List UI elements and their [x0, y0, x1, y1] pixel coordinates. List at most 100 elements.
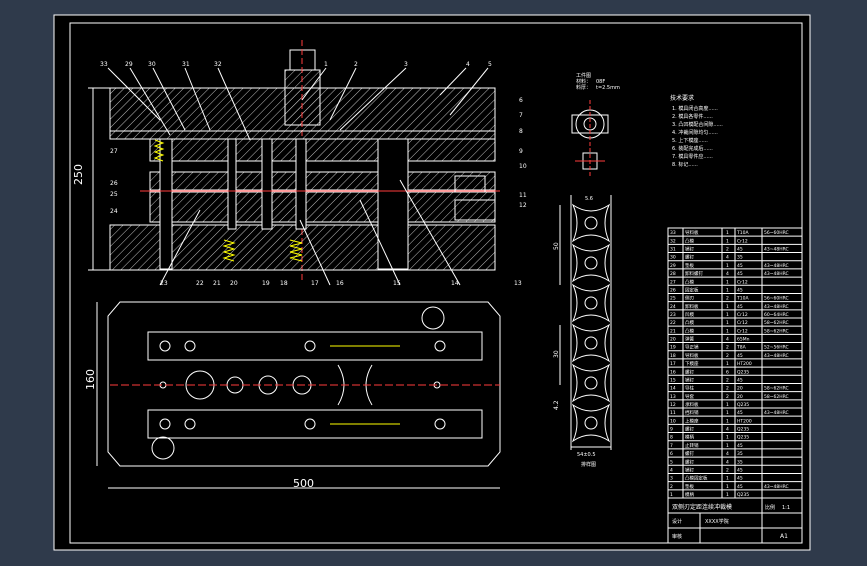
parts-table-cell-qty: 1 — [726, 328, 729, 334]
tech-item-4: 4. 冲裁间隙均匀...... — [672, 129, 718, 136]
parts-table-cell-mat: HT200 — [737, 361, 752, 367]
strip-dim-d: 5.6 — [585, 196, 593, 202]
parts-table-cell-no: 22 — [670, 320, 676, 326]
strip-dim-a: 50 — [553, 242, 560, 250]
strip-label: 排样图 — [581, 461, 596, 468]
callout-25: 25 — [110, 191, 118, 198]
punch-1 — [227, 138, 237, 230]
parts-table-cell-qty: 2 — [726, 247, 729, 253]
stripper-plate — [149, 171, 496, 191]
parts-table-cell-no: 16 — [670, 369, 676, 375]
callout-21: 21 — [213, 280, 221, 287]
parts-table-cell-name: 销钉 — [685, 466, 694, 473]
parts-table-cell-qty: 2 — [726, 353, 729, 359]
parts-table-cell-mat: 45 — [737, 287, 743, 293]
callout-31: 31 — [182, 61, 190, 68]
parts-table-cell-name: 侧刃 — [685, 295, 694, 302]
parts-table-cell-mat: 45 — [737, 377, 743, 383]
parts-table-cell-qty: 2 — [726, 386, 729, 392]
title-block — [667, 497, 803, 544]
strip-dim-c: 4.2 — [553, 400, 560, 410]
callout-26: 26 — [110, 180, 118, 187]
parts-table-cell-name: 承料板 — [685, 401, 699, 408]
callout-32: 32 — [214, 61, 222, 68]
strip-layout — [559, 195, 612, 450]
parts-table-cell-mat: T10A — [736, 296, 749, 302]
parts-table-cell-no: 1 — [670, 492, 673, 498]
callout-8: 8 — [519, 128, 523, 135]
parts-table-cell-mat: 35 — [737, 459, 743, 465]
callout-30: 30 — [148, 61, 156, 68]
parts-table-cell-no: 19 — [670, 345, 676, 351]
parts-table-cell-name: 螺钉 — [685, 458, 694, 465]
callout-12: 12 — [519, 202, 527, 209]
parts-table-cell-name: 止转销 — [685, 442, 699, 449]
parts-table-cell-name: 卸料板 — [685, 303, 699, 310]
parts-table-cell-qty: 4 — [726, 271, 729, 277]
sheet-size: A1 — [780, 533, 788, 540]
parts-table-cell-mat: Cr12 — [737, 279, 748, 285]
title-block-frame — [667, 497, 803, 544]
guide-post-hole-1 — [421, 306, 445, 330]
drawing-scale: 1:1 — [782, 505, 790, 511]
part-note-title: 工件图 — [576, 72, 591, 79]
parts-table-cell-no: 3 — [670, 476, 673, 482]
strip-width: 54±0.5 — [577, 452, 596, 458]
parts-table-cell-qty: 2 — [726, 296, 729, 302]
callout-10: 10 — [519, 163, 527, 170]
punch-2 — [261, 138, 273, 230]
parts-table-cell-no: 10 — [670, 418, 676, 424]
parts-table-cell-name: 销钉 — [685, 246, 694, 253]
callout-24: 24 — [110, 208, 118, 215]
tech-item-8: 8. 标记...... — [672, 161, 698, 168]
plan-slot-upper — [147, 331, 483, 361]
parts-table-cell-mat: 45 — [737, 304, 743, 310]
parts-table-cell-name: 弹簧 — [685, 336, 694, 343]
dim-plan-width: 500 — [293, 477, 314, 490]
support-bracket — [454, 199, 496, 221]
parts-table-cell-mat: 20 — [737, 394, 743, 400]
callout-15: 15 — [393, 280, 401, 287]
parts-table-cell-name: 螺钉 — [685, 450, 694, 457]
parts-table-cell-qty: 4 — [726, 427, 729, 433]
callout-4: 4 — [466, 61, 470, 68]
leader-lines — [107, 67, 489, 286]
parts-table-cell-mat: Cr12 — [737, 238, 748, 244]
plan-outline — [107, 301, 501, 467]
parts-table-cell-no: 6 — [670, 451, 673, 457]
parts-table-cell-name: 凸模 — [685, 319, 694, 326]
parts-table-cell-qty: 2 — [726, 467, 729, 473]
parts-table-cell-no: 4 — [670, 467, 673, 473]
plan-view — [96, 301, 501, 489]
parts-table-cell-no: 11 — [670, 410, 676, 416]
callout-22: 22 — [196, 280, 204, 287]
callout-33: 33 — [100, 61, 108, 68]
parts-table-cell-qty: 4 — [726, 255, 729, 261]
parts-table-cell-no: 12 — [670, 402, 676, 408]
scale-label: 比例 — [765, 504, 775, 511]
parts-table-cell-mat: 45 — [737, 271, 743, 277]
callout-27: 27 — [110, 148, 118, 155]
parts-table-cell-name: 凹模 — [685, 311, 694, 318]
parts-table-cell-no: 27 — [670, 279, 676, 285]
designer-label: 设计 — [672, 518, 682, 525]
callout-19: 19 — [262, 280, 270, 287]
checker-label: 审核 — [672, 533, 682, 540]
parts-table-cell-no: 20 — [670, 337, 676, 343]
parts-table-cell-no: 7 — [670, 443, 673, 449]
tech-item-2: 2. 模具各零件...... — [672, 113, 713, 120]
screw-holes — [159, 340, 446, 430]
parts-table-cell-name: 导套 — [685, 393, 694, 400]
parts-table-cell-no: 28 — [670, 271, 676, 277]
die-plate — [149, 191, 496, 223]
parts-table-cell-no: 25 — [670, 296, 676, 302]
parts-table-cell-no: 29 — [670, 263, 676, 269]
parts-table-cell-qty: 1 — [726, 492, 729, 498]
parts-table-cell-name: 导正销 — [685, 344, 699, 351]
parts-table-cell-mat: Cr12 — [737, 312, 748, 318]
parts-table-cell-qty: 6 — [726, 369, 729, 375]
parts-table-cell-name: 模柄 — [685, 434, 694, 441]
parts-table-cell-qty: 1 — [726, 361, 729, 367]
parts-table-cell-note: 43~48HRC — [764, 304, 789, 310]
